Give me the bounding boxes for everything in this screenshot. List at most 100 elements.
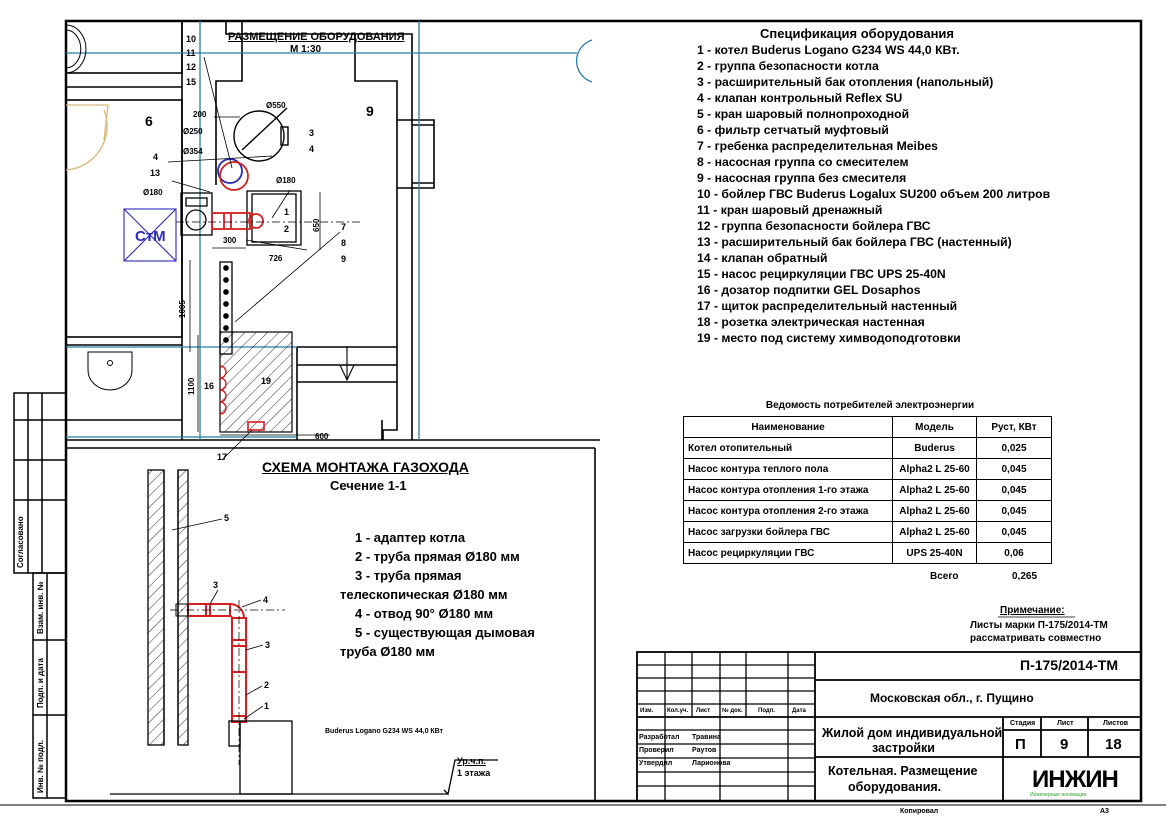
table-row: Насос загрузки бойлера ГВС Alpha2 L 25-6…	[683, 521, 1052, 543]
plan-scale: М 1:30	[290, 44, 322, 55]
cell-name: Насос контура отопления 2-го этажа	[683, 500, 893, 522]
dim-d550: Ø550	[266, 101, 286, 110]
callout-16: 16	[204, 381, 215, 391]
dim-d250: Ø250	[183, 127, 203, 136]
col-header-data: Дата	[792, 708, 806, 714]
callout-4-left: 4	[153, 152, 159, 162]
door-arcs	[65, 104, 109, 171]
section-leaders	[171, 518, 264, 720]
sheet-title-line-2: оборудования.	[848, 780, 942, 794]
spec-item: 5 - кран шаровый полнопроходной	[697, 107, 910, 121]
name-developed: Травина	[692, 734, 721, 741]
side-stamp-field: Подп. и дата	[36, 658, 45, 708]
company-logo: ИНЖИН	[1032, 766, 1119, 793]
role-checked: Проверил	[639, 747, 674, 754]
cell-name: Насос загрузки бойлера ГВС	[683, 521, 893, 543]
section-callout-2: 2	[264, 680, 270, 690]
callout-17: 17	[217, 452, 228, 462]
dim-1100: 1100	[187, 377, 196, 395]
plan-walls	[65, 20, 600, 441]
table-row: Насос контура отопления 2-го этажа Alpha…	[683, 500, 1052, 522]
power-table: Наименование Модель Руст, КВт Котел отоп…	[683, 416, 1052, 564]
cell-model: Alpha2 L 25-60	[892, 521, 977, 543]
section-title: СХЕМА МОНТАЖА ГАЗОХОДА	[262, 459, 469, 475]
spec-item: 16 - дозатор подпитки GEL Dosaphos	[697, 283, 921, 297]
callout-2: 2	[284, 224, 290, 234]
spec-item: 19 - место под систему химводоподготовки	[697, 331, 961, 345]
section-subtitle: Сечение 1-1	[330, 478, 407, 493]
table-row: Котел отопительный Buderus 0,025	[683, 437, 1052, 459]
callout-19: 19	[261, 376, 272, 386]
note-line-1: Листы марки П-175/2014-ТМ	[970, 620, 1108, 631]
section-callout-4: 4	[263, 595, 269, 605]
cell-model: Alpha2 L 25-60	[892, 479, 977, 501]
role-developed: Разработал	[639, 734, 680, 741]
sheets-value: 18	[1105, 736, 1122, 753]
side-stamp	[13, 392, 67, 799]
dim-600: 600	[315, 432, 329, 441]
section-legend-item: 2 - труба прямая Ø180 мм	[355, 549, 520, 564]
dim-726: 726	[269, 254, 283, 263]
room-number-6: 6	[145, 113, 153, 129]
title-block-grid	[636, 651, 1142, 802]
project-location: Московская обл., г. Пущино	[870, 691, 1034, 705]
dimension-lines	[167, 56, 341, 461]
dim-650: 650	[312, 218, 321, 232]
name-approved: Ларионова	[692, 760, 731, 767]
section-boiler-label: Buderus Logano G234 WS 44,0 КВт	[325, 728, 444, 735]
cell-name: Котел отопительный	[683, 437, 893, 459]
outlets-16	[219, 365, 227, 415]
section-legend-item: труба Ø180 мм	[340, 644, 435, 659]
water-treatment-zone	[219, 331, 293, 433]
plan-title: РАЗМЕЩЕНИЕ ОБОРУДОВАНИЯ	[228, 31, 405, 43]
level-label-2: 1 этажа	[457, 768, 491, 778]
dim-200: 200	[193, 110, 207, 119]
section-legend-item: 4 - отвод 90° Ø180 мм	[355, 606, 494, 621]
callout-11: 11	[186, 48, 196, 58]
spec-item: 8 - насосная группа со смесителем	[697, 155, 909, 169]
stm-box	[123, 208, 177, 262]
cell-model: UPS 25-40N	[892, 542, 977, 564]
cell-power: 0,045	[976, 521, 1052, 543]
section-callout-1: 1	[264, 701, 270, 711]
cell-power: 0,045	[976, 479, 1052, 501]
power-total-value: 0,265	[1012, 571, 1038, 582]
table-row: Насос рециркуляции ГВС UPS 25-40N 0,06	[683, 542, 1052, 564]
spec-item: 7 - гребенка распределительная Meibes	[697, 139, 938, 153]
dim-1005: 1005	[178, 300, 187, 318]
format-label: А3	[1100, 808, 1109, 815]
object-name-line-1: Жилой дом индивидуальной	[822, 726, 1003, 740]
cell-power: 0,025	[976, 437, 1052, 459]
cell-power: 0,045	[976, 500, 1052, 522]
col-model: Модель	[892, 416, 977, 438]
sheet-label: Лист	[1057, 720, 1074, 727]
callout-7: 7	[341, 222, 347, 232]
object-name-line-2: застройки	[872, 741, 935, 755]
company-logo-tagline: Инженерные инновации	[1030, 792, 1087, 798]
power-table-title: Ведомость потребителей электроэнергии	[765, 400, 975, 411]
cell-name: Насос контура отопления 1-го этажа	[683, 479, 893, 501]
sink-icon	[87, 351, 133, 391]
spec-item: 18 - розетка электрическая настенная	[697, 315, 925, 329]
sheet-value: 9	[1060, 736, 1069, 753]
cell-model: Alpha2 L 25-60	[892, 500, 977, 522]
boiler-body	[246, 190, 302, 246]
callout-9: 9	[341, 254, 347, 264]
cell-model: Alpha2 L 25-60	[892, 458, 977, 480]
note-line-2: рассматривать совместно	[970, 633, 1102, 644]
stage-label: Стадия	[1010, 720, 1036, 727]
side-stamp-agreed: Согласовано	[16, 516, 25, 568]
callout-8: 8	[341, 238, 347, 248]
panel-17	[247, 421, 265, 431]
boiler-section	[110, 720, 498, 796]
section-legend-item: 3 - труба прямая	[355, 568, 462, 583]
power-table-header: Наименование Модель Руст, КВт	[683, 416, 1052, 438]
callout-10: 10	[186, 34, 197, 44]
sheets-label: Листов	[1103, 720, 1129, 727]
col-header-ndok: № док.	[722, 708, 743, 714]
side-stamp-field: Взам. инв. №	[36, 581, 45, 635]
spec-item: 6 - фильтр сетчатый муфтовый	[697, 123, 889, 137]
note-title: Примечание:	[1000, 605, 1065, 616]
section-legend-item: 1 - адаптер котла	[355, 530, 466, 545]
spec-item: 17 - щиток распределительный настенный	[697, 299, 958, 313]
